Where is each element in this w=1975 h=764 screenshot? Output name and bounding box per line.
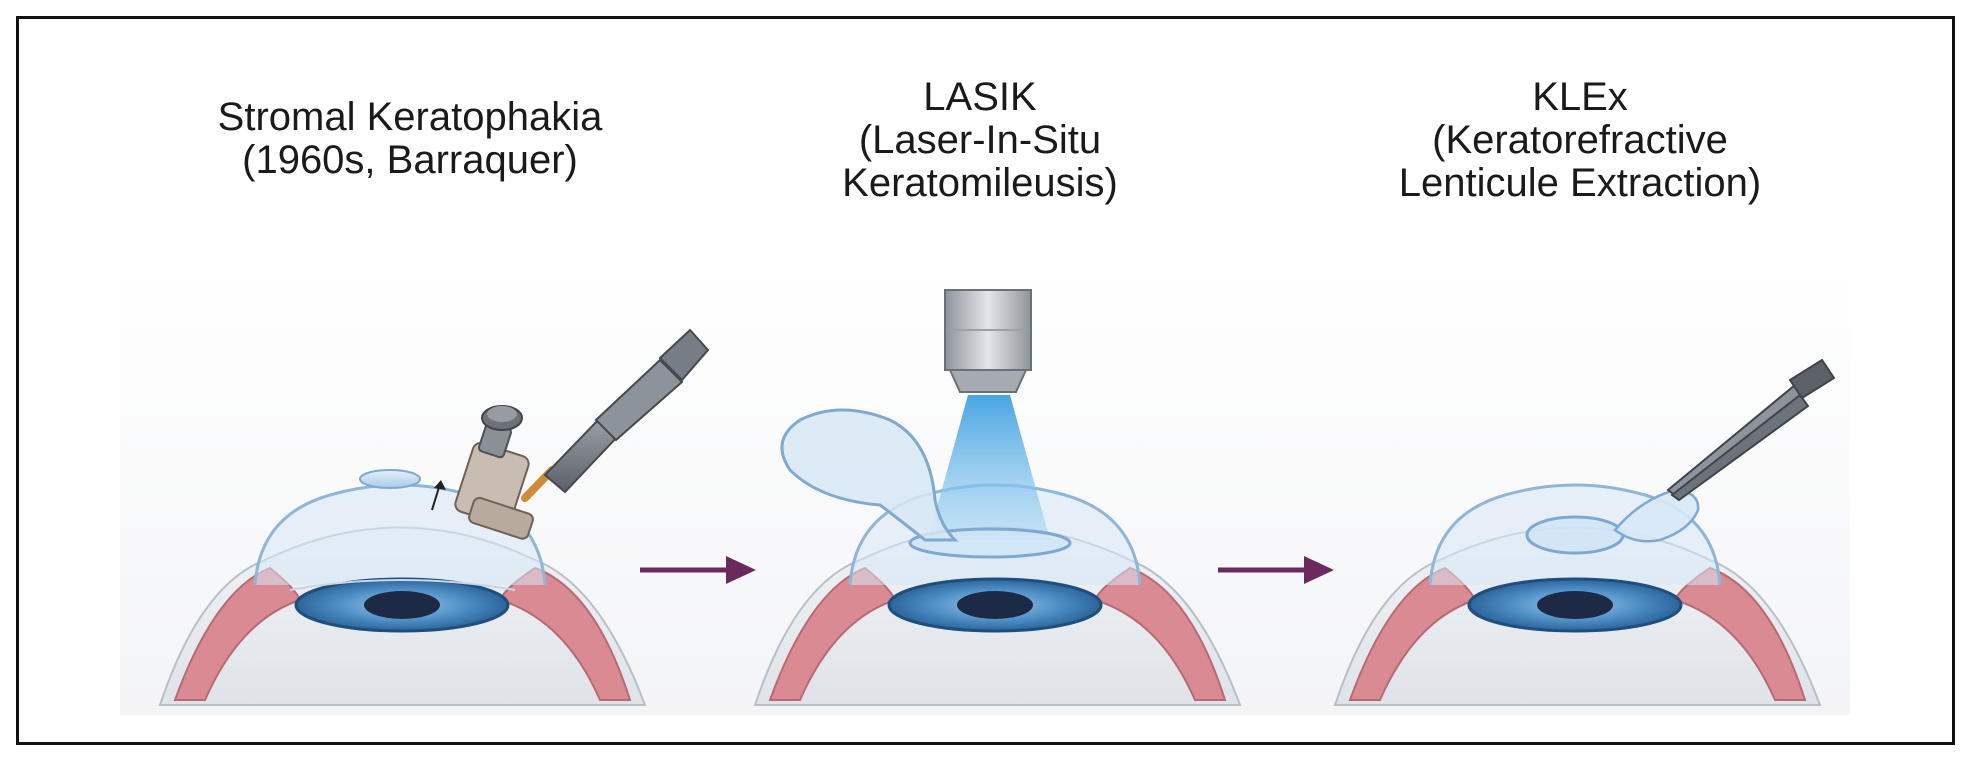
sclera-left	[173, 566, 302, 701]
lenticule-extracted	[1613, 488, 1700, 543]
forceps-icon	[1666, 358, 1836, 502]
sclera-right	[1093, 566, 1227, 701]
title-klex: KLEx (Keratorefractive Lenticule Extract…	[1280, 76, 1880, 205]
stage-titles: Stromal Keratophakia (1960s, Barraquer) …	[0, 0, 1975, 260]
pupil	[364, 591, 440, 619]
title-line: Keratomileusis)	[842, 161, 1118, 205]
title-stromal-keratophakia: Stromal Keratophakia (1960s, Barraquer)	[130, 96, 690, 182]
sclera-right	[1673, 566, 1807, 701]
laser-objective-icon	[944, 289, 1032, 393]
title-line: (Keratorefractive	[1432, 118, 1728, 162]
sclera-right	[498, 566, 632, 701]
eye-klex	[1333, 358, 1836, 706]
laser-beam	[928, 395, 1050, 540]
handpiece-icon	[521, 328, 710, 502]
corneal-disc	[359, 469, 421, 489]
corneal-flap	[780, 408, 959, 542]
title-lasik: LASIK (Laser-In-Situ Keratomileusis)	[700, 76, 1260, 205]
title-line: KLEx	[1532, 75, 1628, 119]
sclera-left	[1348, 566, 1477, 701]
title-line: Lenticule Extraction)	[1398, 161, 1762, 205]
title-line: (Laser-In-Situ	[858, 118, 1102, 162]
transition-arrow-icon	[640, 556, 756, 584]
lenticule-in-stroma	[1525, 515, 1625, 555]
transition-arrow-icon	[1218, 556, 1334, 584]
title-line: (1960s, Barraquer)	[242, 138, 578, 182]
microkeratome-icon	[454, 405, 534, 540]
eye-lasik	[753, 289, 1242, 706]
sclera-left	[768, 566, 897, 701]
title-line: Stromal Keratophakia	[217, 95, 603, 139]
pupil	[1537, 591, 1613, 619]
eye-stromal-keratophakia	[158, 328, 710, 706]
pupil	[957, 591, 1033, 619]
title-line: LASIK	[923, 75, 1037, 119]
